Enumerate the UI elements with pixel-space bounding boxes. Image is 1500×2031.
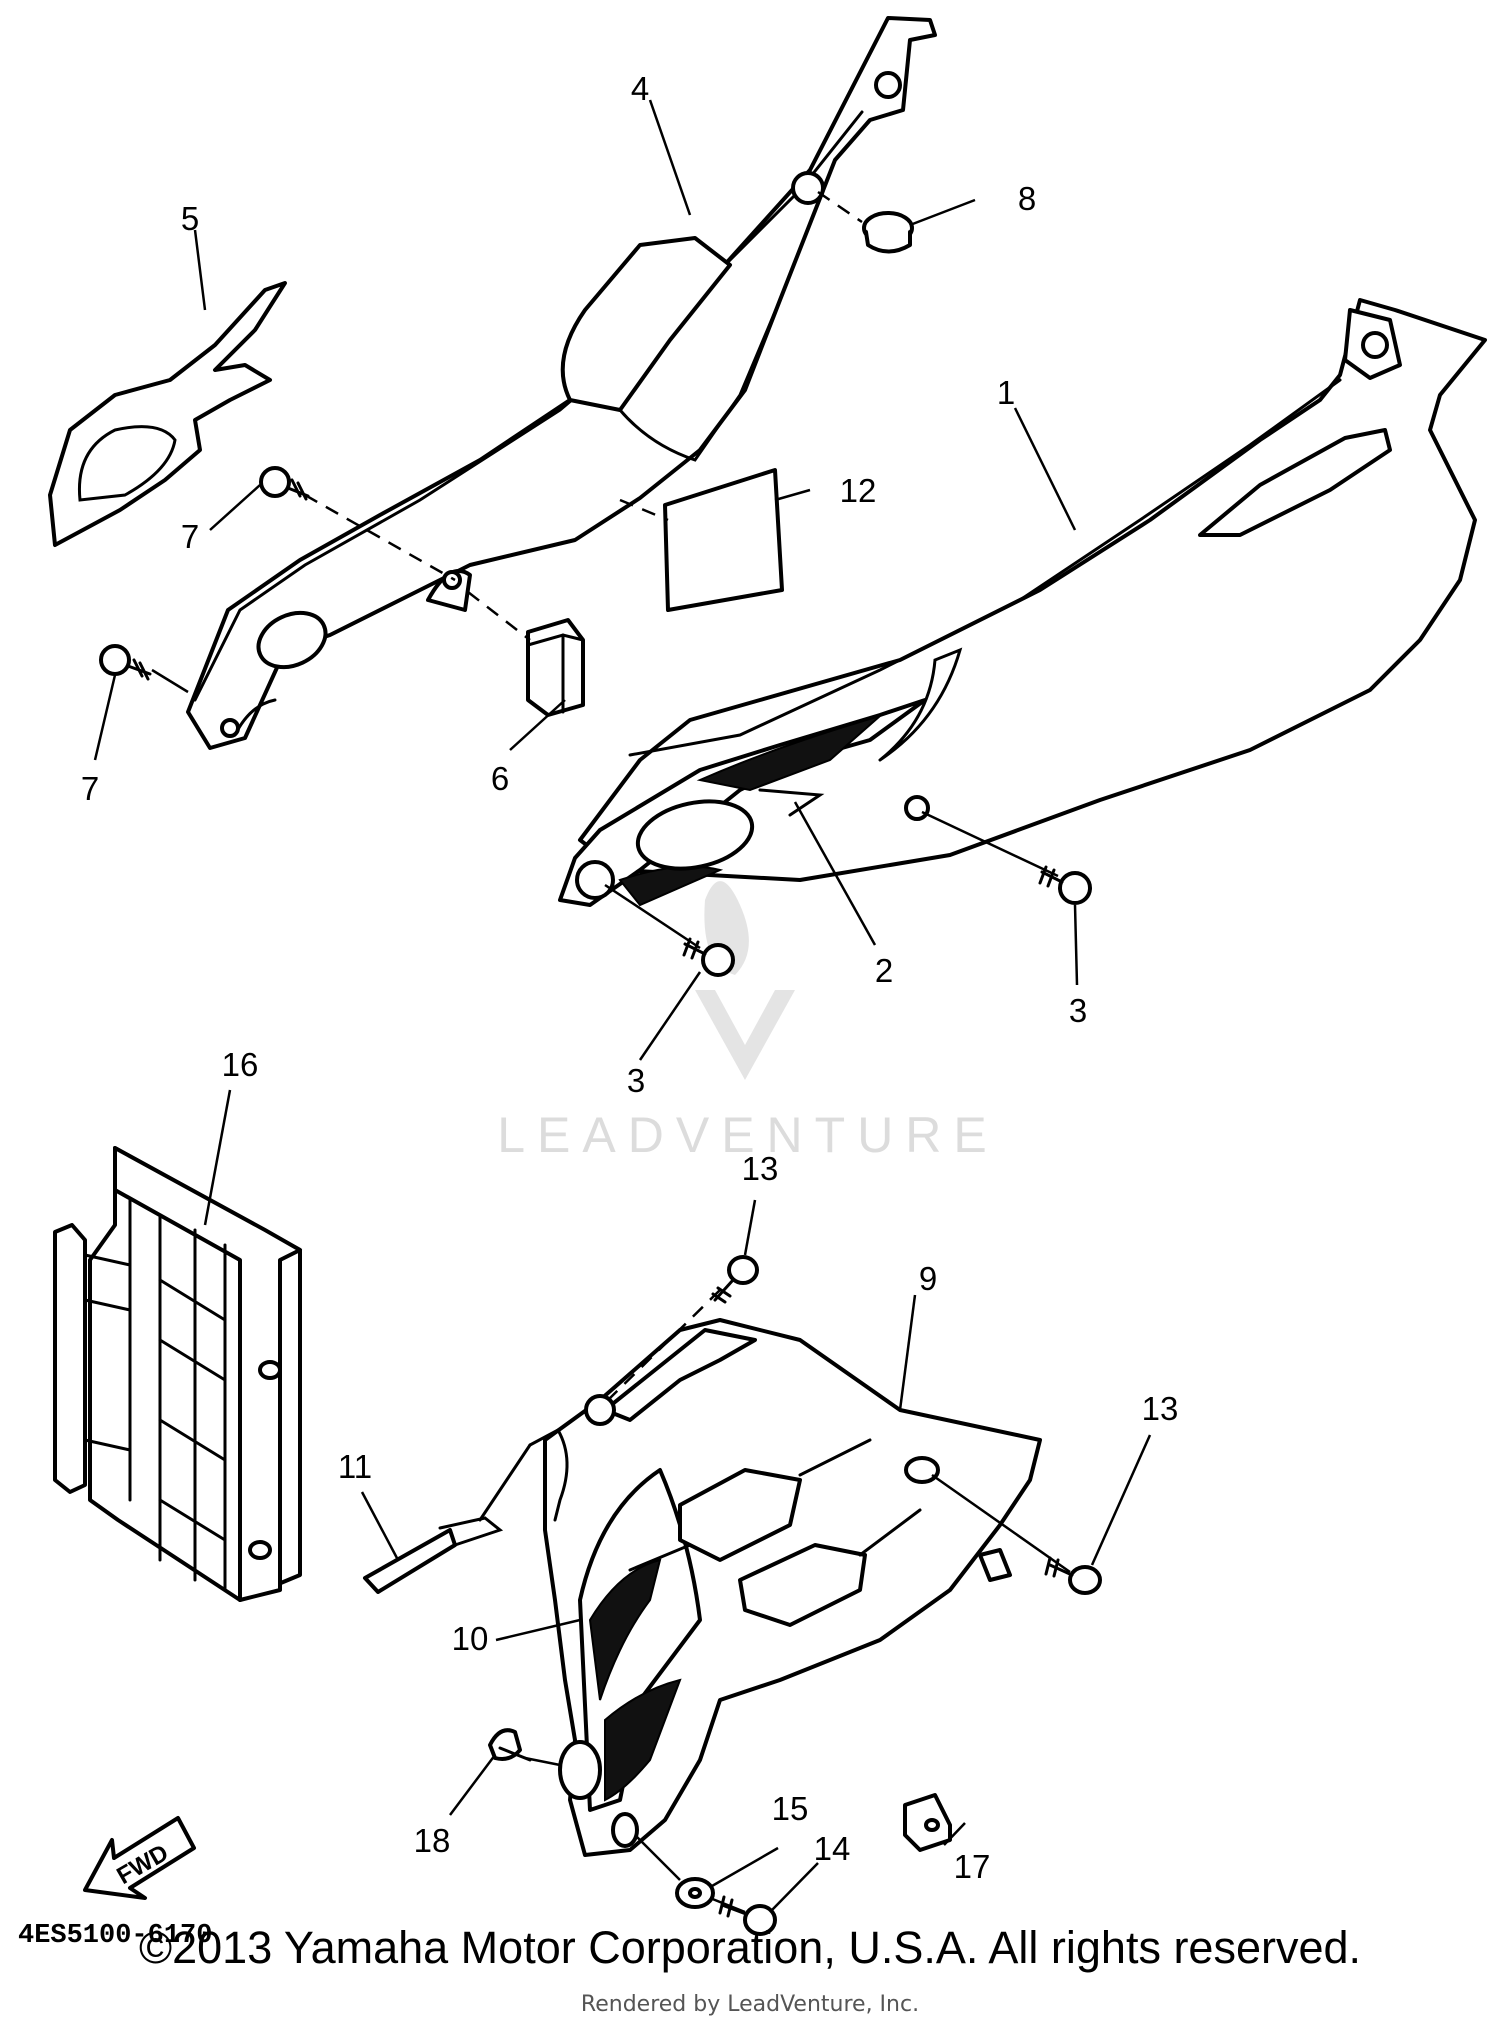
part-6-damper	[526, 618, 585, 717]
diagram-code: 4ES5100-6170	[18, 1921, 212, 1951]
part-7-bolt-upper	[259, 466, 310, 501]
assembly-line	[709, 1896, 746, 1914]
part-17-clip	[903, 1793, 952, 1852]
assembly-line	[817, 190, 863, 224]
callout-5: 5	[181, 200, 199, 237]
rendered-by-credit: Rendered by LeadVenture, Inc.	[580, 1992, 920, 2017]
watermark-v-icon	[695, 990, 795, 1080]
callout-8: 8	[1018, 180, 1036, 217]
assembly-line	[931, 1473, 1071, 1574]
callout-4: 4	[631, 70, 649, 107]
watermark-text: LEADVENTURE	[497, 1107, 999, 1163]
part-15-washer	[675, 1877, 715, 1909]
assembly-line	[467, 591, 531, 641]
callout-2: 2	[875, 952, 893, 989]
callout-15: 15	[772, 1790, 809, 1827]
assembly-line	[619, 498, 669, 522]
part-11-bracket	[363, 1443, 532, 1594]
part-3-bolt-left	[682, 937, 735, 977]
part-9-radiator-shroud	[528, 1318, 1042, 1857]
callout-3: 3	[627, 1062, 645, 1099]
copyright-notice: ©2013 Yamaha Motor Corporation, U.S.A. A…	[138, 1922, 1362, 1973]
callout-7: 7	[81, 770, 99, 807]
callout-13: 13	[742, 1150, 779, 1187]
part-13-bolt-right	[1044, 1556, 1102, 1595]
part-18-clip	[488, 1728, 532, 1762]
part-12-label	[663, 468, 784, 612]
callout-16: 16	[222, 1046, 259, 1083]
assembly-line	[304, 493, 456, 582]
part-13-bolt-upper	[711, 1255, 759, 1304]
callout-6: 6	[491, 760, 509, 797]
assembly-line	[634, 1834, 681, 1881]
assembly-line	[524, 1756, 561, 1767]
assembly-line	[604, 883, 701, 950]
part-5-decal	[48, 281, 287, 547]
part-16-radiator-guard	[53, 1146, 302, 1602]
callout-18: 18	[414, 1822, 451, 1859]
callout-9: 9	[919, 1260, 937, 1297]
watermark: LEADVENTURE	[497, 881, 999, 1163]
callout-10: 10	[452, 1620, 489, 1657]
leader-lines	[93, 99, 1152, 1911]
callout-1: 1	[997, 374, 1015, 411]
callout-12: 12	[840, 472, 877, 509]
callout-17: 17	[954, 1848, 991, 1885]
part-14-bolt	[718, 1895, 777, 1936]
part-4-side-cover-left	[186, 16, 937, 750]
fwd-arrow-icon: FWD	[83, 1816, 196, 1900]
callout-13: 13	[1142, 1390, 1179, 1427]
callout-3: 3	[1069, 992, 1087, 1029]
part-1-side-cover-right	[578, 298, 1487, 882]
part-3-bolt-right	[1038, 865, 1092, 905]
callout-11: 11	[338, 1448, 372, 1485]
callout-7: 7	[181, 518, 199, 555]
part-8-grommet	[862, 211, 914, 254]
assembly-line	[151, 668, 189, 694]
part-7-bolt-lower	[99, 644, 152, 681]
part-2-decal	[558, 698, 930, 907]
assembly-line	[921, 810, 1059, 878]
assembly-line	[607, 1289, 721, 1401]
callout-14: 14	[814, 1830, 851, 1867]
